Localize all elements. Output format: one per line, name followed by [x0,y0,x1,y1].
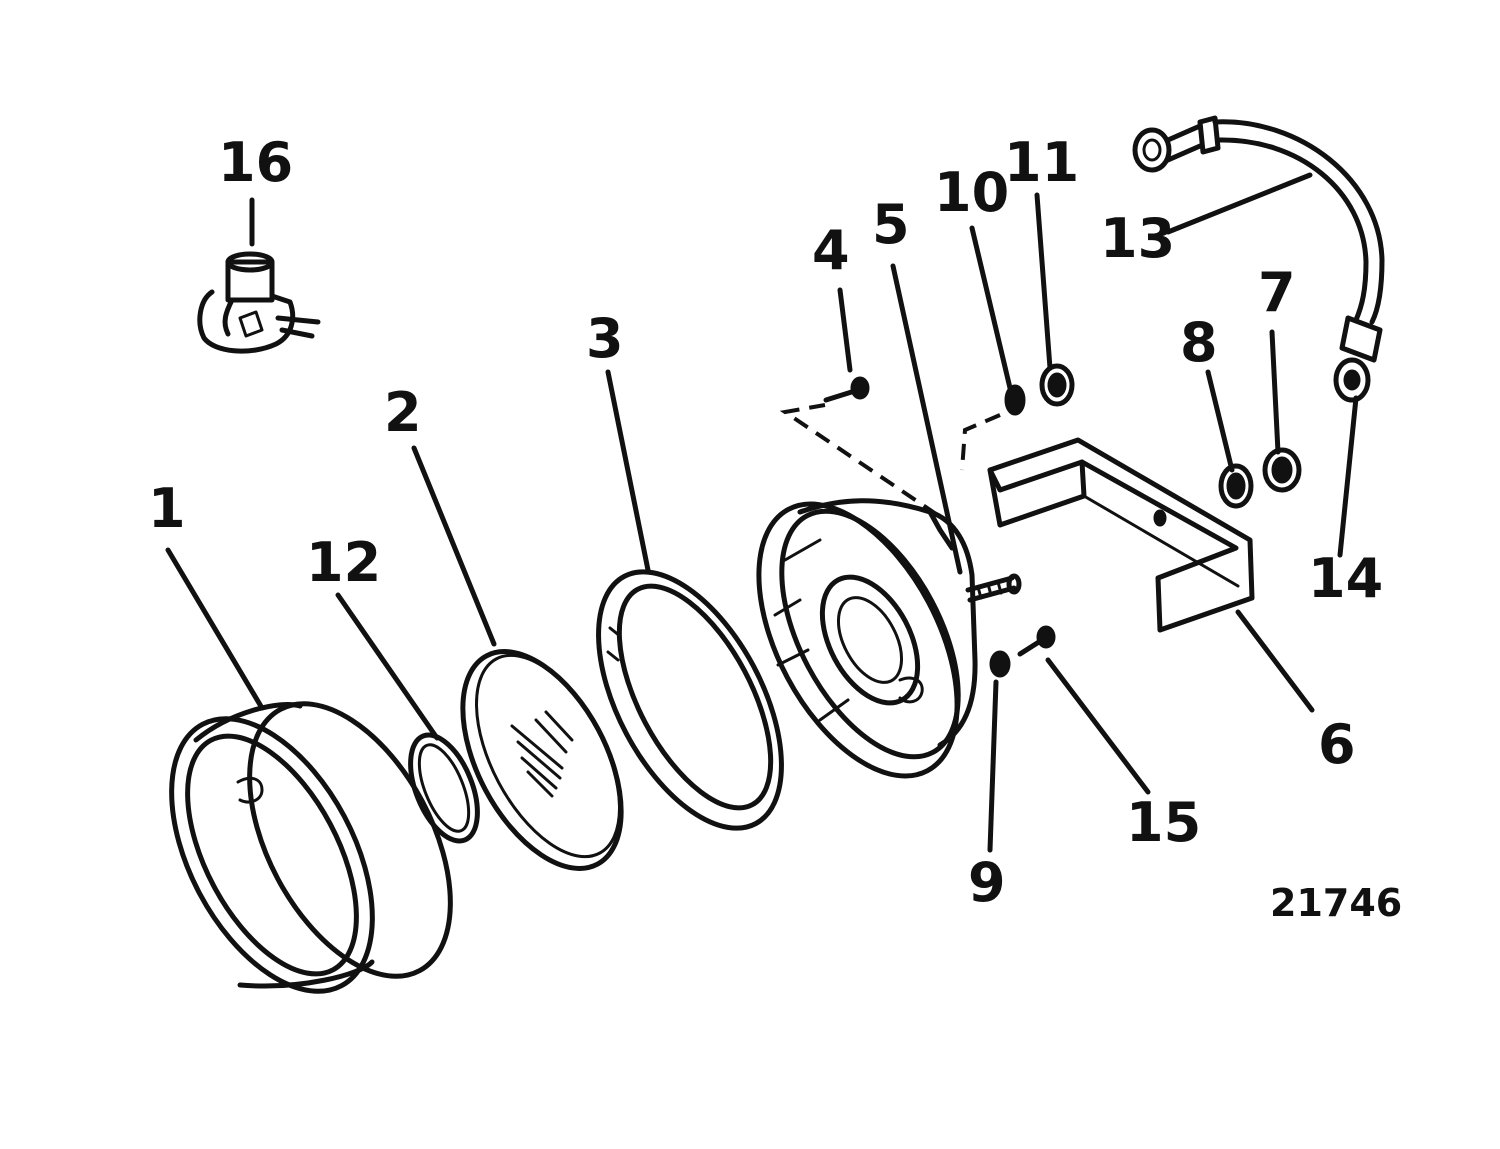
alignment-line [779,403,947,522]
part-2-lens [460,649,624,871]
part-7-nut [1262,447,1302,493]
callout-16: 16 [218,131,294,194]
housing-body [756,498,978,779]
part-3-gasket [596,569,784,831]
part-13-ground-wire [1132,115,1385,363]
callout-12: 12 [306,531,382,594]
callout-7: 7 [1258,261,1296,324]
leader-lines [165,172,1359,853]
part-1-bezel [169,701,453,994]
part-11-nut [1039,363,1075,407]
callout-8: 8 [1180,311,1218,374]
part-6-bracket [987,437,1255,633]
callout-9: 9 [968,851,1006,914]
callout-1: 1 [148,477,186,540]
part-16-socket [197,251,321,354]
part-12-small-ring [408,732,480,844]
callout-5: 5 [872,193,910,256]
callout-6: 6 [1318,713,1356,776]
callout-2: 2 [384,381,422,444]
part-8-washer [1218,463,1254,509]
figure-number: 21746 [1270,881,1403,925]
part-5-stud [965,573,1022,603]
callout-3: 3 [586,307,624,370]
callout-11: 11 [1004,131,1080,194]
part-10-washer [1004,384,1026,416]
callout-4: 4 [812,219,850,282]
alignment-line-2 [960,413,1001,471]
callout-13: 13 [1100,207,1176,270]
callout-14: 14 [1308,547,1384,610]
callout-15: 15 [1126,791,1202,854]
part-14-terminal [1333,357,1371,403]
part-4-screw [823,376,870,403]
callout-10: 10 [934,161,1010,224]
part-9-nut [989,650,1011,678]
part-15-screw [1017,625,1056,657]
